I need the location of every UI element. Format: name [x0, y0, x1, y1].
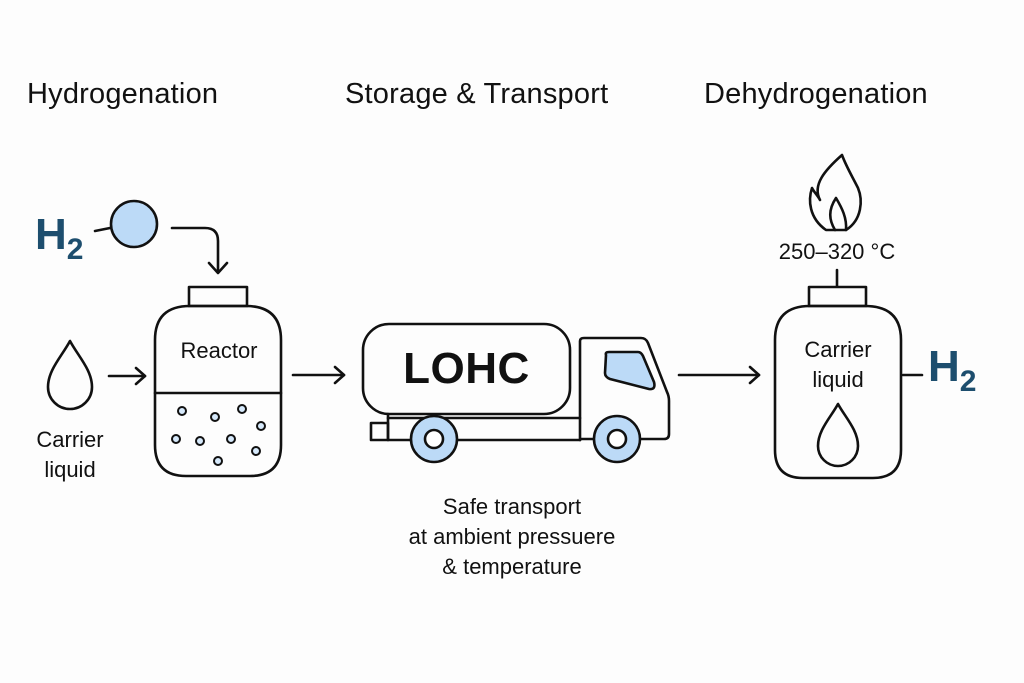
bubble-icon: [251, 446, 261, 456]
transport-note-line3: & temperature: [442, 554, 582, 579]
dehydrogenation-vessel-icon: [773, 285, 903, 480]
vessel-label-line1: Carrier: [804, 337, 872, 362]
stage-title-storage-transport: Storage & Transport: [345, 78, 609, 110]
truck-hub: [423, 428, 445, 450]
droplet-icon: [816, 402, 860, 468]
stage-title-hydrogenation: Hydrogenation: [27, 78, 219, 110]
arrow-head-icon: [748, 365, 761, 385]
h2-output-label: H2: [928, 342, 977, 398]
bubble-icon: [256, 421, 266, 431]
h2-molecule-icon: [109, 199, 159, 249]
arrow-head-icon: [134, 366, 147, 386]
bubble-icon: [177, 406, 187, 416]
h2-connector-line: [93, 226, 112, 233]
bubble-icon: [237, 404, 247, 414]
tanker-truck-icon: [361, 322, 671, 464]
reactor-bubbles: [171, 404, 266, 466]
carrier-label-line2: liquid: [44, 457, 96, 482]
transport-note: Safe transport at ambient pressuere & te…: [362, 492, 662, 582]
carrier-liquid-label: Carrier liquid: [20, 425, 120, 485]
lohc-tank: [361, 322, 572, 416]
reactor-label: Reactor: [180, 338, 258, 363]
lohc-tank-label: LOHC: [403, 344, 530, 393]
truck-bed: [386, 416, 582, 442]
h2-input-label: H2: [35, 210, 84, 266]
flame-icon: [808, 153, 862, 232]
h2-feed-arrow: [170, 226, 220, 274]
bubble-icon: [210, 412, 220, 422]
bubble-icon: [195, 436, 205, 446]
bubble-icon: [226, 434, 236, 444]
temperature-label: 250–320 °C: [778, 239, 896, 264]
bubble-icon: [171, 434, 181, 444]
arrow-head-icon: [333, 365, 346, 385]
truck-window: [603, 350, 656, 391]
vessel-label: Carrier liquid: [775, 335, 901, 395]
truck-rear-bumper: [369, 421, 390, 442]
reactor-icon: [153, 285, 283, 478]
vessel-label-line2: liquid: [812, 367, 864, 392]
truck-cab: [578, 336, 671, 442]
bubble-icon: [213, 456, 223, 466]
stage-title-dehydrogenation: Dehydrogenation: [704, 78, 928, 110]
transport-note-line2: at ambient pressuere: [408, 524, 616, 549]
arrow-head-icon: [207, 261, 229, 275]
droplet-icon: [46, 339, 94, 411]
carrier-label-line1: Carrier: [36, 427, 104, 452]
truck-hub: [606, 428, 628, 450]
transport-note-line1: Safe transport: [442, 494, 582, 519]
